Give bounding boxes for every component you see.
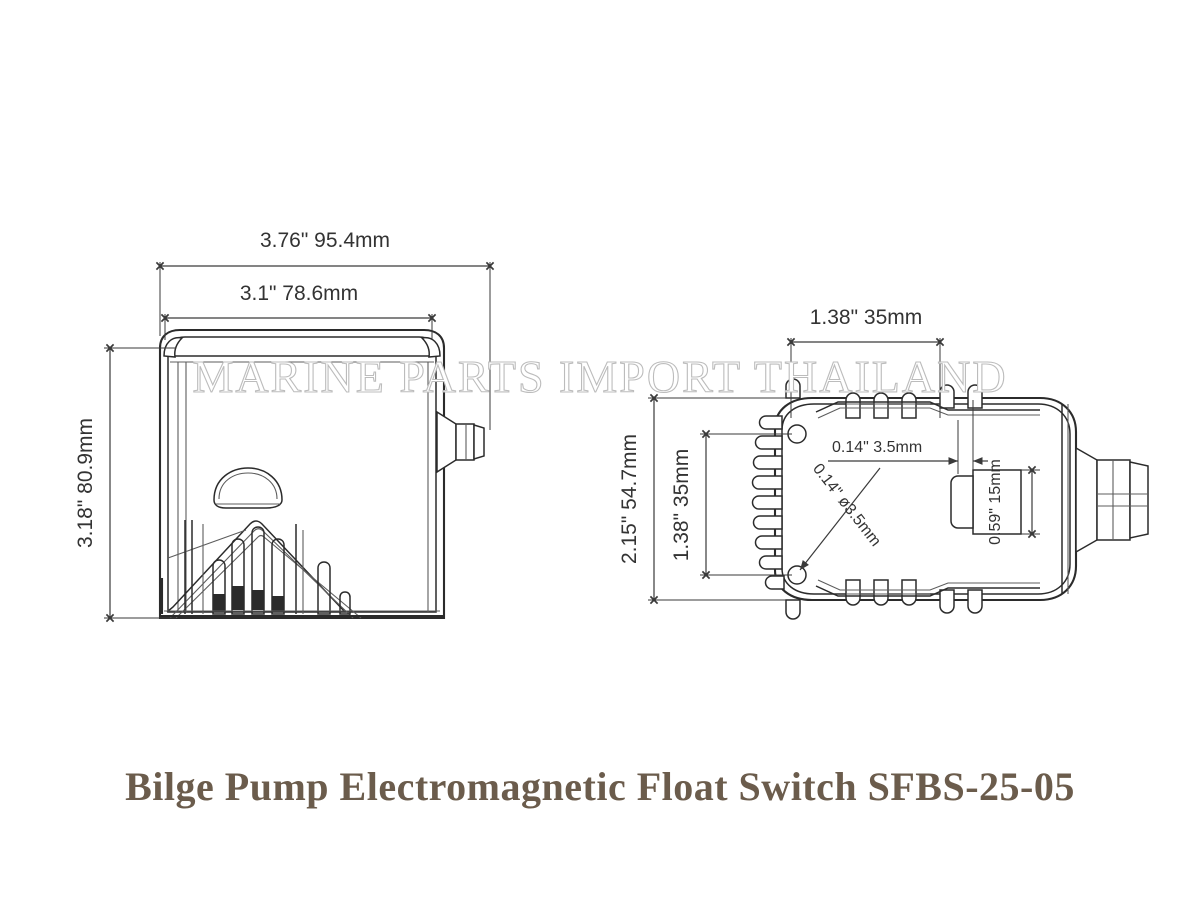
page-title: Bilge Pump Electromagnetic Float Switch …: [125, 764, 1075, 809]
dim-right-height-overall: 2.15" 54.7mm: [618, 393, 786, 605]
connector-slot: [950, 469, 1022, 535]
dim-slot-offset: 0.14" 3.5mm: [828, 400, 988, 474]
dim-label-height-inner: 1.38" 35mm: [670, 449, 693, 562]
bottom-ledge-line-2: [817, 579, 1040, 591]
outlet-nozzle-side: [436, 410, 485, 474]
dim-right-width-top: 1.38" 35mm: [786, 306, 945, 418]
dim-label-height-overall: 3.18" 80.9mm: [74, 418, 97, 548]
dim-left-width-overall: 3.76" 95.4mm: [155, 229, 495, 430]
ramp-edge-line: [167, 529, 247, 559]
switch-body-inner-outline: [781, 403, 1071, 595]
outlet-nozzle-top: [1075, 446, 1149, 554]
dim-left-height: 3.18" 80.9mm: [74, 343, 176, 623]
dim-label-slot-height: 0.59" 15mm: [987, 459, 1004, 545]
corner-knuckle-right: [420, 336, 441, 358]
strainer-ramp-inner: [169, 528, 354, 619]
dim-left-width-body: 3.1" 78.6mm: [160, 282, 437, 340]
bottom-ledge-line: [815, 585, 1040, 597]
dim-right-height-inner: 1.38" 35mm: [670, 429, 792, 580]
dim-label-slot-offset: 0.14" 3.5mm: [832, 439, 922, 456]
top-ledge-line: [815, 401, 1040, 413]
dim-label-height-overall-right: 2.15" 54.7mm: [618, 434, 641, 564]
switch-body-outline: [773, 396, 1078, 602]
dim-label-width-overall: 3.76" 95.4mm: [260, 229, 390, 252]
dim-label-width-body: 3.1" 78.6mm: [240, 282, 358, 305]
float-dome-inner: [218, 472, 278, 500]
pump-body-outline: [158, 328, 446, 620]
comb-teeth-left: [751, 415, 785, 590]
dim-label-width-top: 1.38" 35mm: [810, 306, 923, 329]
right-top-view: [751, 378, 1149, 620]
corner-knuckle-left: [163, 336, 184, 358]
watermark-text: MARINE PARTS IMPORT THAILAND: [192, 351, 1007, 402]
tab-pins-bottom: [785, 579, 983, 620]
dim-slot-height: 0.59" 15mm: [987, 459, 1040, 545]
tab-pins-top: [785, 378, 983, 419]
left-side-view: [158, 328, 485, 620]
strainer-slot-group: [184, 520, 351, 615]
strainer-ramp-outer: [166, 520, 346, 613]
top-ledge-line-2: [817, 407, 1040, 419]
